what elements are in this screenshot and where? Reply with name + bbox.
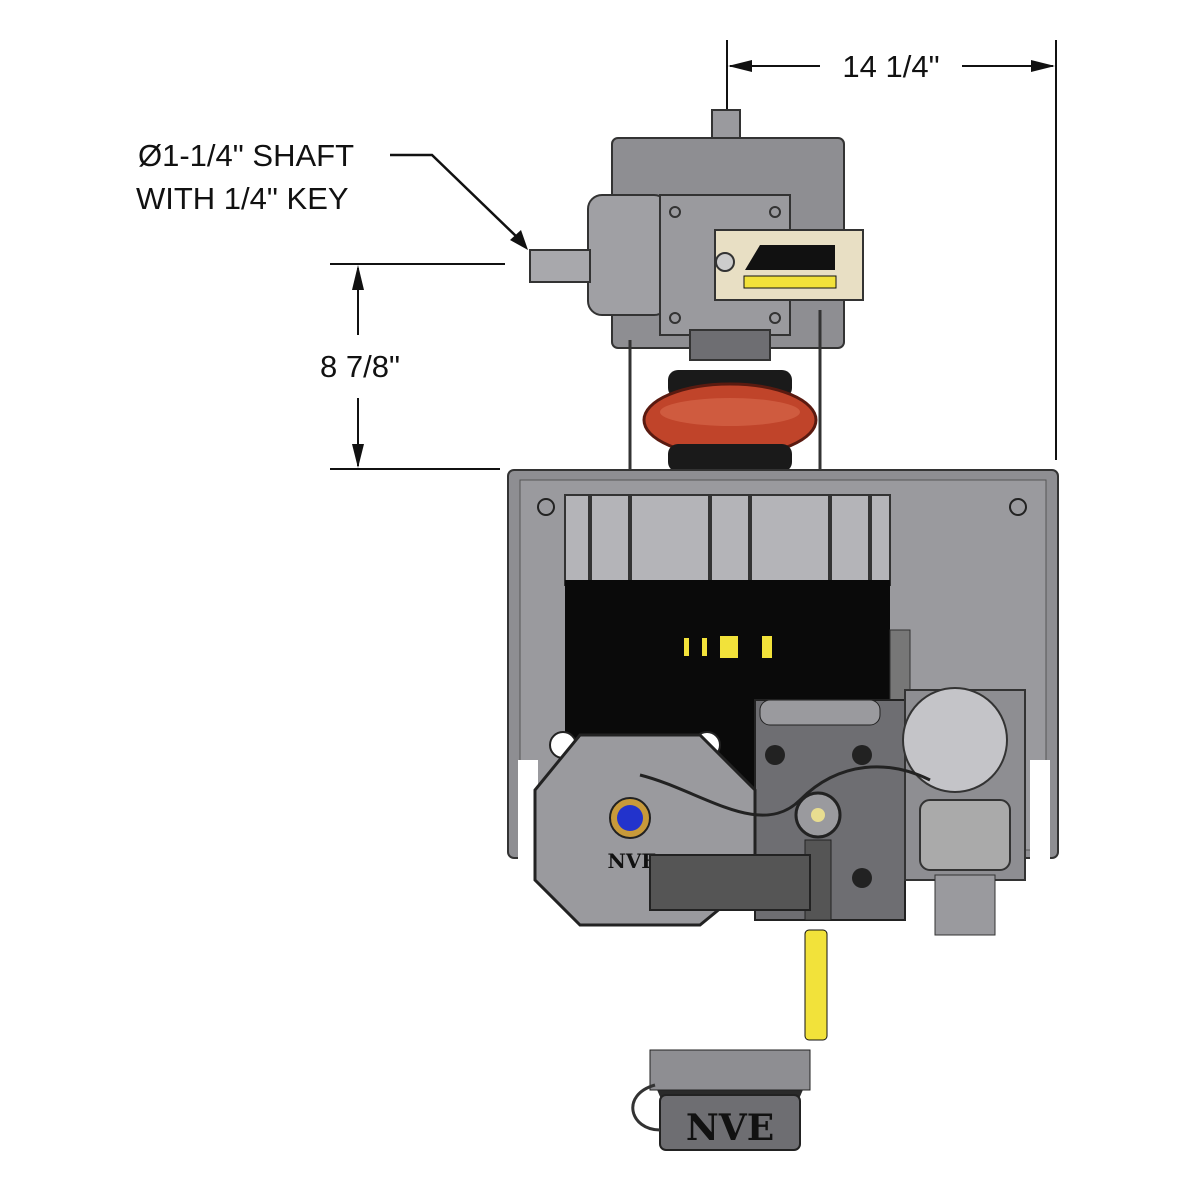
- gearbox: [529, 109, 864, 490]
- coupling: [642, 370, 818, 498]
- warning-label: [804, 929, 828, 1041]
- callout-line2: WITH 1/4" KEY: [136, 181, 349, 216]
- height-dimension-label: 8 7/8": [320, 349, 400, 384]
- height-dimension: 8 7/8": [320, 263, 505, 470]
- base-logo: NVE: [686, 1107, 774, 1149]
- tank-housing: NVE: [507, 469, 1059, 1041]
- width-dimension-label: 14 1/4": [842, 49, 939, 84]
- capacitor: [902, 687, 1008, 793]
- base: NVE: [631, 854, 811, 1151]
- valve-icon: [617, 805, 643, 831]
- tank-logo: NVE: [607, 849, 656, 873]
- output-shaft: [529, 249, 591, 283]
- shaft-callout: Ø1-1/4" SHAFT WITH 1/4" KEY: [136, 138, 528, 250]
- callout-line1: Ø1-1/4" SHAFT: [138, 138, 354, 173]
- width-dimension: 14 1/4": [726, 40, 1057, 460]
